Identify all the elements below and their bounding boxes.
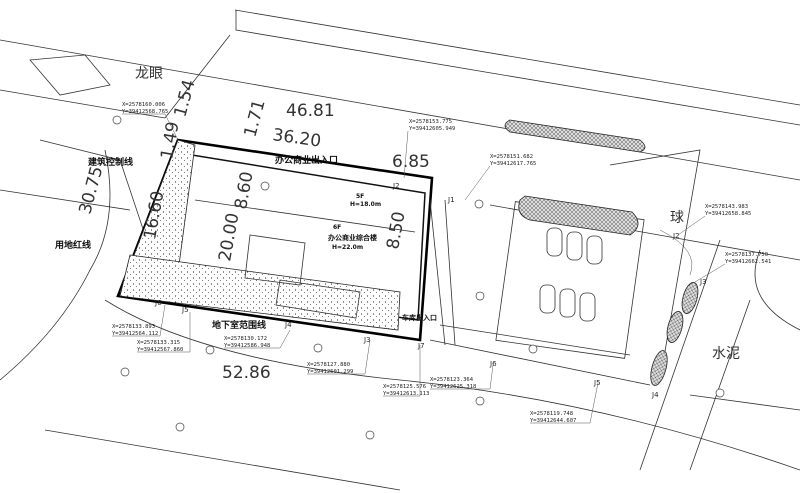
svg-text:X=2578160.006: X=2578160.006 [122,102,165,108]
svg-text:Y=39412644.607: Y=39412644.607 [530,418,576,424]
svg-text:X=2578151.682: X=2578151.682 [490,154,533,160]
svg-text:Y=39412613.113: Y=39412613.113 [383,391,429,397]
svg-text:J3: J3 [699,278,707,286]
dimension-8-60: 8.60 [231,170,257,211]
point-j4: J4 [651,391,659,399]
svg-text:Y=39412586.948: Y=39412586.948 [224,343,270,349]
label-land-red-line: 用地红线 [54,239,91,251]
building-6f-height: H=22.0m [332,244,363,251]
svg-text:J6: J6 [489,360,497,368]
dimension-30-75: 30.75 [76,164,108,216]
svg-text:Y=39412617.765: Y=39412617.765 [490,161,536,167]
dimension-20-00: 20.00 [215,211,243,262]
dimension-1-71: 1.71 [241,98,270,140]
dimension-52-86: 52.86 [222,363,271,383]
svg-text:J7: J7 [417,342,425,350]
svg-text:J6: J6 [154,299,162,307]
svg-text:Y=39412605.949: Y=39412605.949 [409,126,455,132]
svg-text:J2: J2 [672,232,680,240]
svg-text:X=2578133.315: X=2578133.315 [137,340,180,346]
svg-text:X=2578143.983: X=2578143.983 [705,204,748,210]
svg-text:J5: J5 [181,306,189,314]
svg-text:Y=39412658.845: Y=39412658.845 [705,211,751,217]
label-ball: 球 [670,210,684,226]
label-cement: 水泥 [712,346,740,362]
svg-text:Y=39412568.765: Y=39412568.765 [122,109,168,115]
svg-text:X=2578125.576: X=2578125.576 [383,384,426,390]
dimension-36-20: 36.20 [271,125,322,152]
site-boundary [116,138,434,342]
dimension-46-81: 46.81 [286,101,335,121]
building-6f-floors: 6F [333,224,341,231]
label-office-entrance: 办公商业出入口 [275,154,338,166]
svg-text:X=2578137.750: X=2578137.750 [725,252,768,258]
svg-text:J1: J1 [447,196,455,204]
svg-text:Y=39412567.860: Y=39412567.860 [137,347,183,353]
label-basement-line: 地下室范围线 [212,319,266,331]
svg-text:J5: J5 [593,379,601,387]
svg-text:X=2578133.893: X=2578133.893 [112,324,155,330]
label-longan: 龙眼 [135,66,163,82]
dimension-1-54: 1.54 [171,78,200,120]
svg-text:X=2578130.172: X=2578130.172 [224,336,267,342]
svg-text:J2: J2 [392,182,400,190]
dimension-6-85: 6.85 [392,152,430,172]
building-6f-name: 办公商业综合楼 [328,233,377,242]
svg-text:Y=39412662.541: Y=39412662.541 [725,259,771,265]
tree-symbols [112,115,725,440]
svg-text:X=2578123.364: X=2578123.364 [430,377,474,383]
dimension-8-50: 8.50 [383,210,409,251]
svg-text:Y=39412601.299: Y=39412601.299 [307,369,353,375]
label-building-control-line: 建筑控制线 [88,156,133,168]
svg-text:X=2578119.748: X=2578119.748 [530,411,573,417]
svg-text:Y=39412564.112: Y=39412564.112 [112,331,158,337]
svg-text:J3: J3 [363,336,371,344]
svg-text:X=2578127.880: X=2578127.880 [307,362,350,368]
building-5f-floors: 5F [356,193,364,200]
building-5f-height: H=18.0m [350,201,381,208]
svg-text:Y=39412625.318: Y=39412625.318 [430,384,476,390]
svg-text:X=2578153.775: X=2578153.775 [409,119,452,125]
label-garage-entrance: 车库出入口 [402,313,437,322]
right-facility [429,195,699,386]
svg-text:J4: J4 [284,321,292,329]
